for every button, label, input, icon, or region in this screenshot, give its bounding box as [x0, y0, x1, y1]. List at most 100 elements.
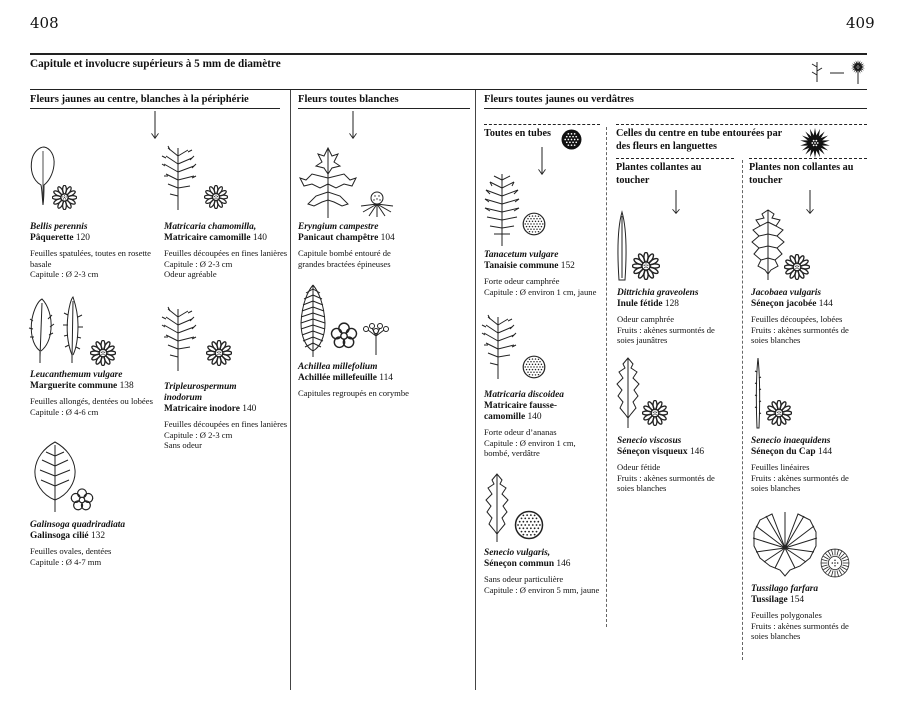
common-name: Matricaire inodore — [164, 404, 240, 414]
common-name: Panicaut champêtre — [298, 233, 379, 243]
section-white: Fleurs toutes blanches — [298, 94, 399, 105]
description: Feuilles découpées en fines lanières Cap… — [164, 419, 288, 451]
entry-matricaria-chamomilla: Matricaria chamomilla, Matricaire camomi… — [164, 222, 289, 280]
subsection-tubes: Toutes en tubes — [484, 128, 551, 139]
common-name: Séneçon commun — [484, 559, 555, 569]
matricaria-chamomilla-illustration — [160, 144, 204, 212]
page-ref: 140 — [252, 233, 267, 243]
entry-tripleurospermum: Tripleurospermum inodorum Matricaire ino… — [164, 382, 289, 451]
subsection-rays: Celles du centre en tube entourées par d… — [616, 128, 782, 152]
sticky-top-rule — [616, 158, 734, 159]
description: Odeur camphrée Fruits : akènes surmontés… — [617, 314, 715, 346]
common-name: Séneçon visqueux — [617, 447, 688, 457]
senecio-inaequidens-flower — [766, 400, 792, 426]
eryngium-illustration — [298, 144, 360, 220]
page-number-left: 408 — [30, 14, 59, 32]
section-yellow: Fleurs toutes jaunes ou verdâtres — [484, 94, 634, 105]
jacobaea-flower-illustration — [784, 254, 810, 280]
bellis-leaf-illustration — [28, 145, 58, 207]
page-ref: 144 — [818, 299, 833, 309]
latin-name: Galinsoga quadriradiata — [30, 520, 126, 530]
common-name: Séneçon du Cap — [751, 447, 816, 457]
size-key-icon — [810, 60, 865, 86]
entry-tanacetum: Tanacetum vulgare Tanaisie commune 152 F… — [484, 250, 609, 297]
description: Feuilles linéaires Fruits : akènes surmo… — [751, 462, 849, 494]
title-bottom-rule — [30, 89, 867, 90]
galinsoga-leaf-illustration — [30, 440, 80, 515]
subsection-nonsticky: Plantes non collantes au toucher — [749, 162, 854, 186]
common-name: Achillée millefeuille — [298, 373, 377, 383]
page-ref: 152 — [560, 261, 575, 271]
entry-galinsoga: Galinsoga quadriradiata Galinsoga cilié … — [30, 520, 155, 567]
entry-tussilago: Tussilago farfara Tussilage 154 Feuilles… — [751, 584, 876, 642]
senecio-vulgaris-head — [514, 510, 544, 540]
latin-name: Matricaria discoidea — [484, 390, 564, 400]
page-ref: 120 — [75, 233, 90, 243]
entry-senecio-viscosus: Senecio viscosus Séneçon visqueux 146 Od… — [617, 436, 742, 494]
tube-florets-icon — [561, 129, 582, 150]
common-name: Inule fétide — [617, 299, 663, 309]
senecio-viscosus-flower — [642, 400, 668, 426]
common-name: Tanaisie commune — [484, 261, 559, 271]
description: Feuilles polygonales Fruits : akènes sur… — [751, 610, 849, 642]
dittrichia-flower-illustration — [632, 252, 660, 280]
common-name: Séneçon jacobée — [751, 299, 817, 309]
leucanthemum-leaves-illustration — [28, 295, 88, 365]
page-ref: 140 — [242, 404, 257, 414]
page-ref: 144 — [817, 447, 833, 457]
column-divider-1 — [290, 90, 291, 690]
description: Forte odeur d’ananas Capitule : Ø enviro… — [484, 427, 576, 459]
tussilago-leaf-illustration — [750, 508, 820, 578]
jacobaea-leaf-illustration — [750, 206, 786, 282]
tubes-top-rule — [484, 124, 600, 125]
leucanthemum-flower-illustration — [90, 340, 116, 366]
description: Sans odeur particulière Capitule : Ø env… — [484, 574, 600, 595]
latin-name: Tanacetum vulgare — [484, 250, 559, 260]
senecio-viscosus-leaf-illustration — [614, 356, 642, 430]
arrow-down-icon — [348, 111, 358, 139]
senecio-inaequidens-leaf-illustration — [752, 356, 764, 430]
common-name: Matricaire camomille — [164, 233, 251, 243]
common-name: Tussilage — [751, 595, 788, 605]
title-top-rule — [30, 53, 867, 55]
common-name: Galinsoga cilié — [30, 531, 89, 541]
tripleurospermum-flower — [206, 340, 232, 366]
entry-matricaria-discoidea: Matricaria discoidea Matricaire fausse-c… — [484, 390, 609, 459]
page-ref: 154 — [790, 595, 805, 605]
entry-eryngium: Eryngium campestre Panicaut champêtre 10… — [298, 222, 423, 269]
matricaria-discoidea-illustration — [480, 312, 524, 382]
arrow-down-icon — [537, 147, 547, 175]
nonsticky-top-rule — [749, 158, 867, 159]
entry-achillea: Achillea millefolium Achillée millefeuil… — [298, 362, 423, 399]
latin-name: Dittrichia graveolens — [617, 288, 699, 298]
key-title: Capitule et involucre supérieurs à 5 mm … — [30, 58, 281, 70]
description: Feuilles allongés, dentées ou lobées Cap… — [30, 396, 153, 417]
latin-name: Matricaria chamomilla, — [164, 222, 257, 232]
latin-name: Jacobaea vulgaris — [751, 288, 822, 298]
column-divider-2 — [475, 90, 476, 690]
entry-bellis: Bellis perennis Pâquerette 120 Feuilles … — [30, 222, 155, 280]
column-divider-tubes — [606, 127, 607, 627]
description: Capitules regroupés en corymbe — [298, 388, 409, 398]
entry-senecio-vulgaris: Senecio vulgaris, Séneçon commun 146 San… — [484, 548, 609, 595]
tripleurospermum-illustration — [160, 305, 204, 373]
arrow-down-icon — [671, 190, 681, 214]
entry-jacobaea: Jacobaea vulgaris Séneçon jacobée 144 Fe… — [751, 288, 876, 346]
latin-name: Eryngium campestre — [298, 222, 379, 232]
arrow-down-icon — [805, 190, 815, 214]
description: Feuilles ovales, dentées Capitule : Ø 4-… — [30, 546, 112, 567]
achillea-flower-illustration — [330, 322, 358, 350]
eryngium-head-illustration — [360, 184, 394, 218]
latin-name: Senecio inaequidens — [751, 436, 831, 446]
description: Feuilles spatulées, toutes en rosette ba… — [30, 248, 152, 280]
galinsoga-flower-illustration — [70, 488, 94, 512]
description: Odeur fétide Fruits : akènes surmontés d… — [617, 462, 715, 494]
column-divider-sticky — [742, 160, 743, 660]
section-yellow-rule — [484, 108, 867, 109]
page-ref: 114 — [379, 373, 393, 383]
arrow-down-icon — [150, 111, 160, 139]
section-white-rule — [298, 108, 470, 109]
tussilago-flower-illustration — [820, 548, 850, 578]
latin-name: Leucanthemum vulgare — [30, 370, 123, 380]
tanacetum-leaf-illustration — [482, 172, 522, 248]
